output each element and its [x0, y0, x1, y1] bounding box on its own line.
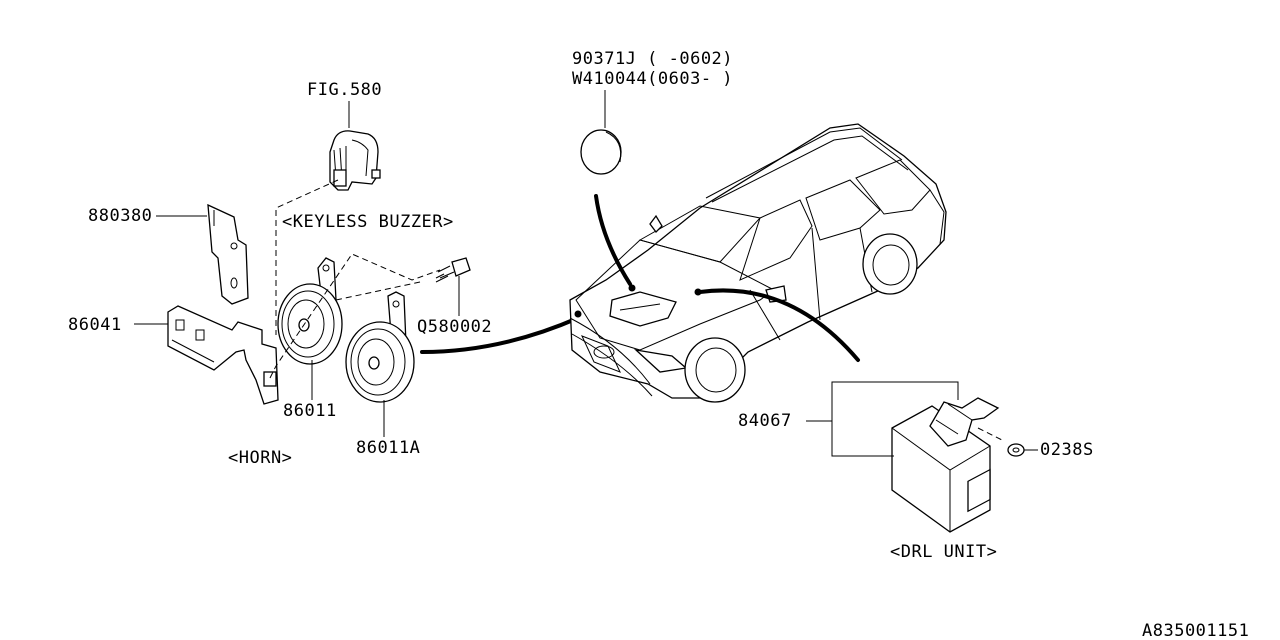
label-880380: 880380 — [88, 206, 152, 226]
plug-leader — [594, 194, 632, 286]
car-wagon — [569, 123, 947, 403]
horn-86011a — [345, 291, 415, 403]
keyless-buzzer-part — [329, 130, 381, 191]
bracket-86041 — [167, 305, 279, 405]
horn-86011 — [277, 257, 343, 365]
label-86011: 86011 — [283, 401, 337, 421]
plug-90371j — [580, 129, 622, 175]
drl-unit-part — [891, 397, 1003, 533]
horn-harness — [420, 316, 580, 354]
drl-leader — [698, 288, 860, 362]
label-drl-unit: <DRL UNIT> — [890, 542, 997, 562]
label-horn: <HORN> — [228, 448, 292, 468]
diagram-id: A835001151 — [1142, 621, 1249, 640]
label-0238s: 0238S — [1040, 440, 1094, 460]
label-q580002: Q580002 — [417, 317, 492, 337]
bracket-880380 — [207, 203, 249, 305]
label-fig580: FIG.580 — [307, 80, 382, 100]
bolt-q580002 — [435, 257, 471, 283]
label-w410044: W410044(0603- ) — [572, 69, 733, 89]
label-86041: 86041 — [68, 315, 122, 335]
label-keyless-buzzer: <KEYLESS BUZZER> — [282, 212, 454, 232]
label-84067: 84067 — [738, 411, 792, 431]
nut-0238s — [1007, 443, 1025, 457]
label-90371j: 90371J ( -0602) — [572, 49, 733, 69]
label-86011a: 86011A — [356, 438, 420, 458]
